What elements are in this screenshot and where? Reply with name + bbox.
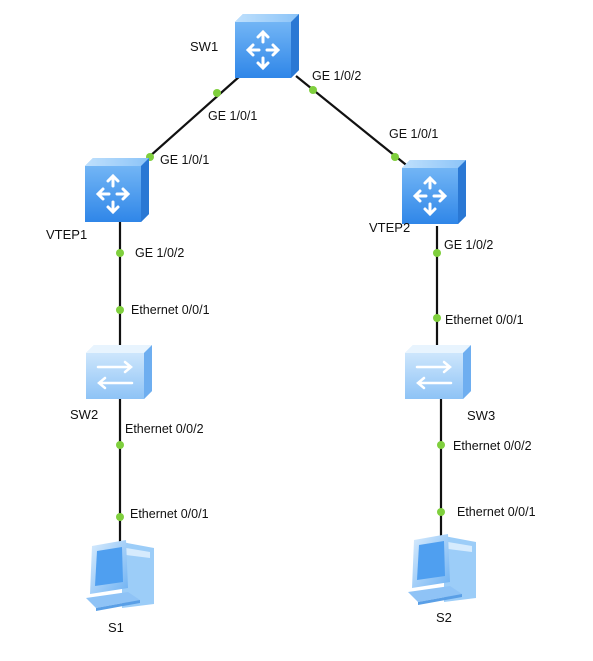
port-dot [433,314,441,322]
port-dot [116,441,124,449]
port-label-sw2-eth001: Ethernet 0/0/1 [131,303,210,317]
port-label-sw1-ge101: GE 1/0/1 [208,109,257,123]
node-label-s2: S2 [436,610,452,625]
node-vtep2[interactable] [402,160,466,224]
port-label-vtep1-ge102: GE 1/0/2 [135,246,184,260]
switch-icon [86,345,152,399]
node-sw2[interactable] [86,345,152,399]
port-dot [213,89,221,97]
port-dot [437,508,445,516]
node-s2[interactable] [408,534,476,605]
port-dot [116,513,124,521]
node-label-s1: S1 [108,620,124,635]
node-label-vtep1: VTEP1 [46,227,87,242]
router-icon [85,158,149,222]
port-label-sw2-eth002: Ethernet 0/0/2 [125,422,204,436]
port-label-vtep1-ge101: GE 1/0/1 [160,153,209,167]
node-sw1[interactable] [235,14,299,78]
node-vtep1[interactable] [85,158,149,222]
port-dot [391,153,399,161]
port-dot [309,86,317,94]
port-label-sw1-ge102: GE 1/0/2 [312,69,361,83]
port-dot [116,306,124,314]
node-label-vtep2: VTEP2 [369,220,410,235]
port-dot [437,441,445,449]
node-label-sw1: SW1 [190,39,218,54]
link-sw1-vtep1 [139,75,241,166]
pc-icon [86,540,154,611]
port-label-s2-eth001: Ethernet 0/0/1 [457,505,536,519]
port-dot [433,249,441,257]
port-dot [116,249,124,257]
node-label-sw3: SW3 [467,408,495,423]
port-label-sw3-eth001: Ethernet 0/0/1 [445,313,524,327]
node-sw3[interactable] [405,345,471,399]
node-label-sw2: SW2 [70,407,98,422]
port-label-s1-eth001: Ethernet 0/0/1 [130,507,209,521]
router-icon [402,160,466,224]
node-s1[interactable] [86,540,154,611]
pc-icon [408,534,476,605]
port-label-sw3-eth002: Ethernet 0/0/2 [453,439,532,453]
router-icon [235,14,299,78]
switch-icon [405,345,471,399]
port-dots [116,86,445,521]
port-label-vtep2-ge102: GE 1/0/2 [444,238,493,252]
port-label-vtep2-ge101: GE 1/0/1 [389,127,438,141]
